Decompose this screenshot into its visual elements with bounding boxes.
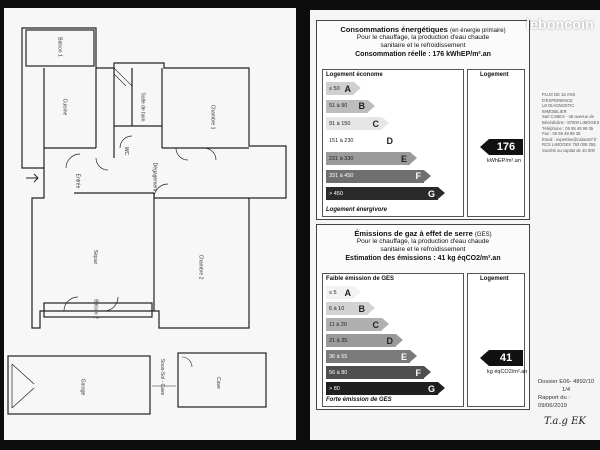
room-label-degagement: Dégagement (151, 162, 158, 192)
dpe-sheet: Consommations énergétiques (en énergie p… (310, 10, 600, 440)
dossier-page: 1/4 (562, 387, 571, 393)
ges-band-letter: A (344, 287, 352, 298)
floor-plan-sheet: Balcon 1 Cuisine Salle de bain Chambre 1… (4, 8, 296, 440)
company-line: PLUS DE 15 ANS D'EXPERIENCE (542, 92, 576, 103)
ges-logement-panel (467, 273, 525, 407)
energy-title: Consommations énergétiques (en énergie p… (340, 25, 506, 34)
energy-subtitle-2: sanitaire et le refroidissement (380, 42, 466, 49)
energy-head-left: Logement économe (326, 72, 383, 78)
energy-band-range: 331 à 450 (329, 173, 354, 179)
signature-text: T.a.g EK (544, 416, 586, 427)
room-label-entree: Entrée (74, 173, 81, 189)
company-line: Sarl CABEX - 46 avenue de (542, 114, 594, 120)
ges-title: Émissions de gaz à effet de serre (GES) (354, 229, 492, 238)
signature-mark: T.a.g EK (544, 416, 586, 427)
energy-real-consumption: Consommation réelle : 176 kWhEP/m².an (355, 51, 491, 58)
energy-band-letter: C (372, 118, 380, 129)
energy-band-range: ≤ 50 (329, 85, 340, 92)
room-label-balcon-1: Balcon 1 (56, 37, 63, 57)
ges-head-right: Logement (480, 276, 509, 282)
energy-value-pointer: 176 (480, 139, 523, 155)
room-label-cuisine: Cuisine (61, 98, 68, 116)
ges-subtitle-1: Pour le chauffage, la production d'eau c… (356, 238, 490, 245)
ges-band-letter: D (386, 335, 394, 346)
energy-box: Consommations énergétiques (en énergie p… (316, 20, 530, 220)
energy-unit: kWhEP/m².an (487, 158, 521, 164)
ges-band-letter: F (415, 367, 422, 378)
ges-band-d: 21 à 35 D (326, 334, 403, 347)
ges-band-letter: C (372, 319, 380, 330)
energy-band-f: 331 à 450 F (326, 169, 431, 183)
room-label-cave: Cave (214, 377, 221, 389)
energy-band-range: 51 à 90 (329, 103, 348, 109)
ges-band-letter: G (427, 383, 435, 394)
company-line: Bénédictins - 87000 LIMOGES (542, 119, 600, 125)
energy-band-b: 51 à 90 B (326, 99, 375, 113)
room-label-sejour: Séjour (92, 249, 99, 265)
energy-band-d: 151 à 230 D (326, 134, 403, 148)
company-line: Email : expertise@cabex87.fr (542, 136, 597, 142)
energy-band-letter: E (400, 153, 407, 164)
ges-band-e: 36 à 55 E (326, 350, 417, 363)
room-label-balcon-2: Balcon 2 (92, 299, 99, 319)
ges-estimate: Estimation des émissions : 41 kg éqCO2/m… (345, 255, 501, 262)
energy-band-letter: D (386, 136, 394, 146)
ges-value-pointer: 41 (480, 350, 523, 366)
ges-unit: kg éqCO2/m².an (487, 369, 528, 375)
energy-band-letter: F (415, 171, 422, 181)
room-label-wc: WC (123, 146, 130, 156)
ges-band-c: 11 à 20 C (326, 318, 389, 331)
ges-band-b: 6 à 10 B (326, 302, 375, 315)
room-label-chambre-2: Chambre 2 (197, 254, 204, 280)
ges-band-letter: B (358, 303, 366, 314)
energy-band-e: 231 à 330 E (326, 152, 417, 165)
ges-band-range: 56 à 80 (329, 369, 348, 376)
energy-band-range: > 450 (329, 190, 343, 197)
ges-band-range: > 80 (329, 385, 340, 392)
ges-band-range: ≤ 5 (329, 289, 337, 296)
room-label-salle-de-bain: Salle de bain (139, 92, 146, 122)
ges-head-left: Faible émission de GES (326, 276, 395, 282)
energy-foot: Logement énergivore (326, 207, 388, 213)
ges-band-a: ≤ 5 A (326, 286, 361, 299)
energy-band-letter: B (358, 101, 366, 111)
company-line: LE DIAGNOSTIC IMMOBILIER (542, 103, 575, 114)
energy-band-range: 231 à 330 (329, 155, 354, 162)
dossier-number: Dossier E06- 4892/10 (538, 379, 595, 385)
ges-box: Émissions de gaz à effet de serre (GES) … (316, 224, 530, 410)
room-label-chambre-1: Chambre 1 (209, 104, 216, 130)
company-line: Société au capital de 40 000 (542, 147, 595, 153)
ges-band-range: 11 à 20 (329, 321, 347, 328)
energy-band-letter: G (427, 188, 435, 199)
ges-band-range: 6 à 10 (329, 305, 345, 312)
ges-subtitle-2: sanitaire et le refroidissement (380, 246, 466, 253)
energy-band-letter: A (344, 83, 352, 94)
energy-band-g: > 450 G (326, 187, 445, 200)
energy-band-range: 151 à 230 (329, 138, 354, 144)
ges-foot: Forte émission de GES (326, 397, 392, 403)
company-line: Fax : 05 55 48 99 35 (542, 131, 581, 137)
ges-band-range: 36 à 55 (329, 353, 348, 360)
dossier-info: Dossier E06- 4892/10 1/4 Rapport du : 09… (538, 378, 600, 410)
room-label-garage: Garage (79, 378, 86, 396)
company-line: RCS LIMOGES 793 006 255 (542, 142, 596, 148)
energy-band-a: ≤ 50 A (326, 82, 361, 95)
watermark-logo: leboncoin (526, 16, 594, 32)
energy-head-right: Logement (480, 72, 509, 78)
room-label-sous-sol: Sous-Sol - Cave (159, 358, 166, 396)
company-line: Téléphone : 05 55 48 99 35 (542, 125, 594, 131)
ges-band-range: 21 à 35 (329, 337, 348, 344)
ges-band-letter: E (400, 351, 407, 362)
ges-band-f: 56 à 80 F (326, 366, 431, 379)
energy-band-range: 91 à 150 (329, 120, 351, 127)
dossier-report-date: Rapport du : 09/06/2019 (538, 395, 570, 409)
energy-band-c: 91 à 150 C (326, 117, 389, 130)
ges-band-g: > 80 G (326, 382, 445, 395)
energy-subtitle-1: Pour le chauffage, la production d'eau c… (356, 34, 490, 41)
floor-plan-drawing (7, 27, 287, 415)
